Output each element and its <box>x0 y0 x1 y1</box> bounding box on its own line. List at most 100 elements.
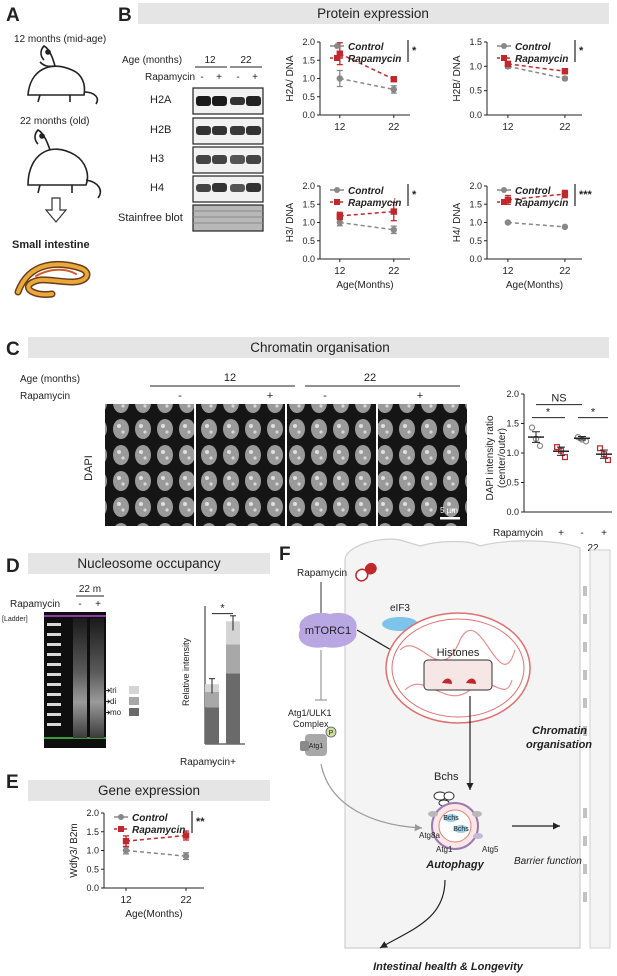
legend-label-rapamycin: Rapamycin <box>515 54 568 65</box>
y-axis-label: Wdfy3/ B2m <box>69 823 80 877</box>
y-tick-label: 0.5 <box>469 236 482 246</box>
gene-expression-title: Gene expression <box>98 783 200 798</box>
atg1-vesicle-label: Atg1 <box>436 845 453 854</box>
x-axis-label: Age(Months) <box>506 280 563 291</box>
point-rapamycin <box>561 190 569 198</box>
series-line-rapamycin <box>339 53 395 80</box>
series-line-rapamycin <box>507 63 565 72</box>
f-rapamycin-label: Rapamycin <box>297 568 347 579</box>
gel-header: 22 m <box>79 584 101 595</box>
bchs-in-vesicle-1: Bchs <box>443 815 459 822</box>
gel-band-tri: tri <box>110 686 117 695</box>
dapi-sign-1: - <box>534 528 537 539</box>
blot-age-label: Age (months) <box>122 55 182 66</box>
y-tick-label: 0.5 <box>86 864 99 874</box>
y-tick-label: 1.5 <box>302 199 315 209</box>
x-tick-label: 12 <box>502 266 514 277</box>
legend-marker-control <box>334 43 340 49</box>
outcome-label: Intestinal health & Longevity <box>373 961 524 973</box>
point-control <box>390 226 397 233</box>
bchs-in-vesicle-2: Bchs <box>453 826 469 833</box>
series-line-control <box>507 221 565 228</box>
y-tick-label: 0.0 <box>302 254 315 264</box>
point-control <box>336 75 343 82</box>
histones-label: Histones <box>437 647 480 659</box>
y-tick-label: 0.5 <box>302 236 315 246</box>
nuc-sign-2: + <box>230 757 236 768</box>
point-control <box>561 75 569 82</box>
legend-marker-rapamycin <box>501 55 507 61</box>
panel-label-d: D <box>6 556 20 577</box>
data-point <box>561 454 568 461</box>
chromatin-label-2: organisation <box>526 739 592 751</box>
atg8a-label: Atg8a <box>419 831 440 840</box>
blot-sign-2: + <box>216 72 222 83</box>
x-tick-label: 22 <box>559 266 571 277</box>
gene-expression-header <box>28 780 270 801</box>
nuc-treatment-label: Rapamycin <box>180 757 230 768</box>
mtorc1-complex <box>298 612 357 648</box>
bar-segment-di <box>226 644 240 674</box>
mouse-mid-age-illustration <box>27 45 99 105</box>
point-rapamycin <box>122 837 130 845</box>
legend-label-control: Control <box>132 813 168 824</box>
dapi-image-22-control <box>287 404 376 526</box>
legend-label-rapamycin: Rapamycin <box>132 825 185 836</box>
gel-sign-2: + <box>95 599 101 610</box>
blot-sign-3: - <box>236 72 239 83</box>
dapi-ylabel-1: DAPI intensity ratio <box>485 415 496 500</box>
point-control <box>390 86 397 93</box>
chromatin-header <box>28 337 609 358</box>
legend-swatch-mo <box>129 708 139 716</box>
y-tick-label: 1.0 <box>302 218 315 228</box>
dapi-sign-3: - <box>580 528 583 539</box>
y-tick-label: 1.5 <box>506 419 519 429</box>
legend-marker-control <box>501 187 507 193</box>
to-outcome-arrow <box>379 879 446 949</box>
legend-marker-rapamycin <box>501 199 507 205</box>
blot-sign-1: - <box>200 72 203 83</box>
nucleus <box>385 612 531 724</box>
y-tick-label: 0.5 <box>506 478 519 488</box>
bar-segment-di <box>205 691 219 708</box>
protein-expression-header <box>138 3 609 24</box>
scale-bar <box>440 517 460 520</box>
y-tick-label: 2.0 <box>86 808 99 818</box>
mouse-mid-age-label: 12 months (mid-age) <box>14 34 106 45</box>
series-line-control <box>339 221 394 231</box>
protein-expression-title: Protein expression <box>317 6 429 21</box>
y-tick-label: 0.0 <box>469 110 482 120</box>
x-axis-label: Age(Months) <box>125 909 182 920</box>
point-rapamycin <box>504 196 512 204</box>
dapi-ylabel-2: (center/outer) <box>497 428 508 488</box>
series-line-rapamycin <box>125 834 187 842</box>
c-sign-3: - <box>323 390 327 402</box>
sig-star-12: * <box>546 407 551 419</box>
blot-age-22: 22 <box>240 55 252 66</box>
legend-label-rapamycin: Rapamycin <box>348 54 401 65</box>
significance-stars: *** <box>579 189 593 201</box>
y-tick-label: 1.0 <box>469 61 482 71</box>
c-sign-2: + <box>267 390 273 402</box>
point-rapamycin <box>336 212 343 220</box>
small-intestine-label: Small intestine <box>12 239 90 251</box>
gel-arrow-tri: ➔ <box>104 686 111 695</box>
y-tick-label: 1.5 <box>302 55 315 65</box>
point-rapamycin <box>182 832 190 839</box>
x-tick-label: 22 <box>388 266 400 277</box>
mouse-old-label: 22 months (old) <box>20 116 89 127</box>
atg-to-autophagy-arrow <box>320 763 423 832</box>
c-treatment-label: Rapamycin <box>20 391 70 402</box>
atg5-label: Atg5 <box>482 845 499 854</box>
y-tick-label: 0.0 <box>302 110 315 120</box>
dapi-age-22: 22 <box>587 543 599 554</box>
y-tick-label: 1.0 <box>469 218 482 228</box>
y-tick-label: 2.0 <box>469 181 482 191</box>
y-axis-label: H3/ DNA <box>285 202 296 242</box>
significance-stars: ** <box>196 816 205 828</box>
y-tick-label: 0.5 <box>469 86 482 96</box>
gel-arrow-di: ➔ <box>104 697 111 706</box>
data-point <box>604 457 611 464</box>
